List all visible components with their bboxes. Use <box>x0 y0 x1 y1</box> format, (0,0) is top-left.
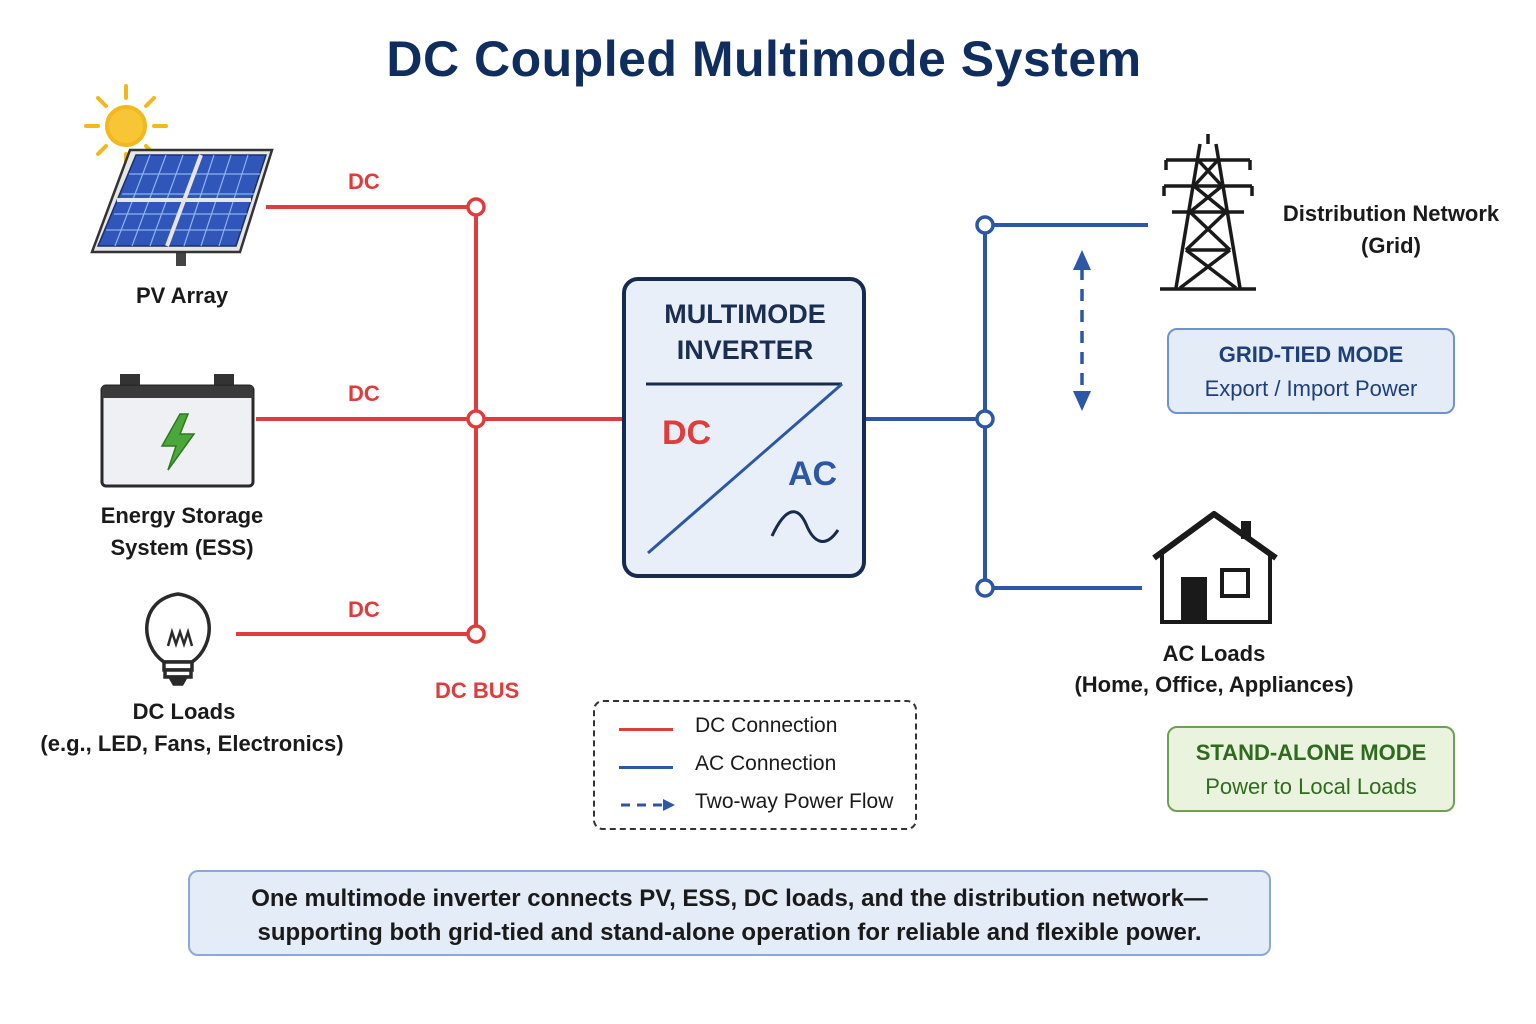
ess-dc-tag: DC <box>348 381 380 406</box>
ac-connection-swatch <box>619 766 673 769</box>
summary-line2: supporting both grid-tied and stand-alon… <box>257 919 1202 946</box>
ac-node <box>975 215 995 235</box>
dc-loads-label-line1: DC Loads <box>132 699 236 724</box>
sine-wave-icon <box>770 510 840 543</box>
legend-label: AC Connection <box>695 752 837 775</box>
legend: DC Connection AC Connection Two-way Powe… <box>593 700 917 830</box>
dc-node <box>466 409 486 429</box>
inverter-ac-label: AC <box>788 455 838 493</box>
inverter-title: MULTIMODE INVERTER <box>626 296 864 368</box>
ac-loads-label-line2: (Home, Office, Appliances) <box>1074 672 1354 697</box>
ac-wiring <box>864 223 1148 590</box>
grid-label-line2: (Grid) <box>1361 233 1421 258</box>
dc-node <box>466 624 486 644</box>
ess-label-line1: Energy Storage <box>100 503 264 528</box>
ess-label-line2: System (ESS) <box>110 535 254 560</box>
ac-nodes <box>975 215 995 598</box>
dc-bus-label: DC BUS <box>435 678 520 703</box>
inverter-dc-label: DC <box>662 414 712 452</box>
stand-alone-mode-box: STAND-ALONE MODE Power to Local Loads <box>1167 726 1455 812</box>
stand-alone-mode-title: STAND-ALONE MODE <box>1195 740 1427 765</box>
dashed-arrow-icon <box>621 799 675 811</box>
ac-loads-label-line1: AC Loads <box>1162 641 1266 666</box>
dc-wiring <box>236 205 624 636</box>
dc-nodes <box>466 197 486 644</box>
house-icon <box>1152 511 1278 624</box>
grid-tied-mode-title: GRID-TIED MODE <box>1218 342 1404 367</box>
inverter-box <box>622 277 866 578</box>
summary-line1: One multimode inverter connects PV, ESS,… <box>251 885 1208 912</box>
two-way-flow-arrow-icon <box>1073 250 1091 411</box>
legend-item-dc: DC Connection <box>619 714 909 744</box>
legend-label: DC Connection <box>695 714 838 737</box>
inverter-title-line2: INVERTER <box>676 335 814 365</box>
ac-node <box>975 578 995 598</box>
stand-alone-mode-subtitle: Power to Local Loads <box>1205 774 1417 799</box>
battery-icon <box>100 374 255 488</box>
dc-connection-swatch <box>619 728 673 731</box>
dc-loads-dc-tag: DC <box>348 597 380 622</box>
legend-item-two-way: Two-way Power Flow <box>619 790 909 820</box>
dc-loads-label-line2: (e.g., LED, Fans, Electronics) <box>40 731 344 756</box>
legend-item-ac: AC Connection <box>619 752 909 782</box>
transmission-tower-icon <box>1160 134 1256 291</box>
grid-tied-mode-subtitle: Export / Import Power <box>1204 376 1418 401</box>
inverter-title-line1: MULTIMODE <box>664 299 826 329</box>
lightning-icon <box>160 413 196 471</box>
legend-label: Two-way Power Flow <box>695 790 894 813</box>
pv-array-label: PV Array <box>135 283 229 308</box>
pv-dc-tag: DC <box>348 169 380 194</box>
grid-label-line1: Distribution Network <box>1282 201 1500 226</box>
grid-tied-mode-box: GRID-TIED MODE Export / Import Power <box>1167 328 1455 414</box>
light-bulb-icon <box>145 592 211 686</box>
summary-box: One multimode inverter connects PV, ESS,… <box>188 870 1271 956</box>
dc-node <box>466 197 486 217</box>
diagram-title: DC Coupled Multimode System <box>386 31 1142 87</box>
solar-panel-icon <box>90 148 274 266</box>
ac-node <box>975 409 995 429</box>
